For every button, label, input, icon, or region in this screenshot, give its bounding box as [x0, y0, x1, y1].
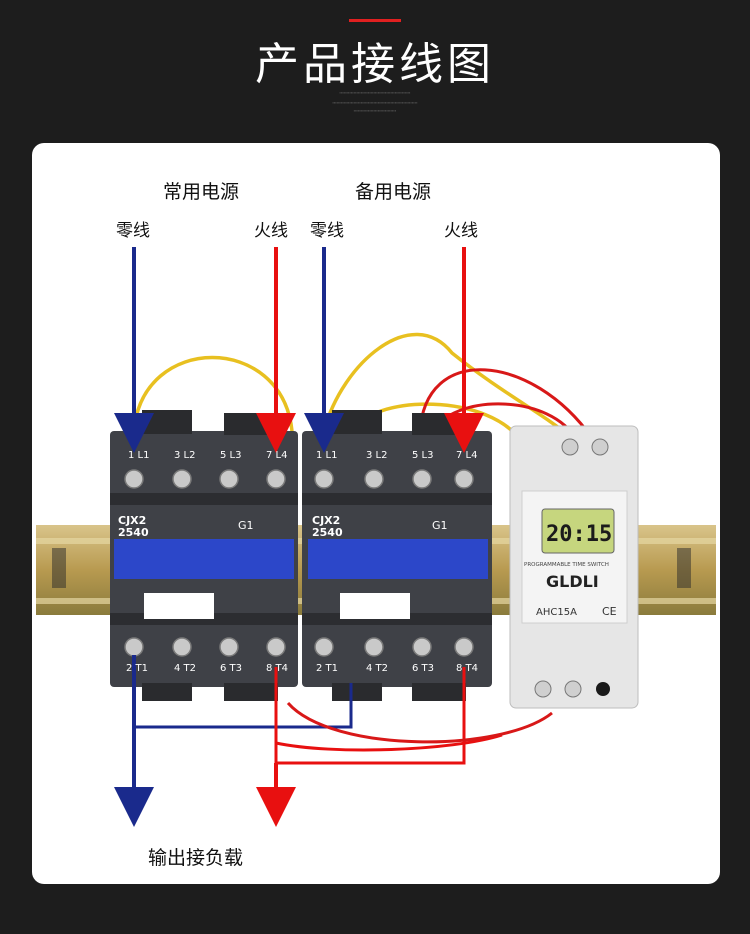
terminal-label-bottom-1: 2 T1	[126, 663, 148, 674]
fine-print-line: ▪▪▪▪▪▪▪▪▪▪▪▪▪▪▪▪▪▪▪▪▪▪▪▪▪▪▪▪▪▪▪▪▪▪▪▪▪▪▪▪…	[332, 100, 418, 105]
terminal-label-bottom-7: 6 T3	[412, 663, 434, 674]
title-accent-bar	[349, 19, 401, 22]
terminal-label-top-4: 7 L4	[266, 450, 287, 461]
label-backup-source: 备用电源	[355, 181, 432, 203]
label-neutral-2: 零线	[310, 221, 344, 241]
contactor-model-1: CJX2	[118, 514, 146, 527]
terminal-label-top-2: 3 L2	[174, 450, 195, 461]
contactor-rating-1: 2540	[118, 526, 149, 539]
label-live-1: 火线	[254, 221, 288, 241]
output-wiring	[132, 667, 553, 765]
terminal-label-top-3: 5 L3	[220, 450, 241, 461]
contactor-mark-2: G1	[432, 519, 448, 532]
contactor-model-2: CJX2	[312, 514, 340, 527]
label-live-2: 火线	[444, 221, 478, 241]
timer-display: 20:15	[546, 522, 612, 547]
terminal-label-top-7: 5 L3	[412, 450, 433, 461]
terminal-label-bottom-6: 4 T2	[366, 663, 388, 674]
contactor-mark-1: G1	[238, 519, 254, 532]
terminal-label-bottom-5: 2 T1	[316, 663, 338, 674]
terminal-label-bottom-4: 8 T4	[266, 663, 288, 674]
timer-cert: CE	[602, 605, 617, 618]
terminal-label-top-6: 3 L2	[366, 450, 387, 461]
timer-model: AHC15A	[536, 607, 577, 618]
terminal-label-top-8: 7 L4	[456, 450, 477, 461]
terminal-screws	[124, 469, 474, 657]
terminal-label-bottom-3: 6 T3	[220, 663, 242, 674]
contactor-rating-2: 2540	[312, 526, 343, 539]
label-normal-source: 常用电源	[163, 181, 240, 203]
contactor-normal	[110, 410, 298, 701]
timer-name: PROGRAMMABLE TIME SWITCH	[524, 562, 609, 568]
terminal-label-top-5: 1 L1	[316, 450, 337, 461]
fine-print-line: ▪▪▪▪▪▪▪▪▪▪▪▪▪▪▪▪▪▪▪▪▪▪▪▪▪▪▪▪▪▪	[353, 108, 397, 113]
fine-print-line: ▪▪▪▪▪▪▪▪▪▪▪▪▪▪▪▪▪▪▪▪▪▪▪▪▪▪▪▪▪▪▪▪▪▪▪▪▪▪▪▪…	[339, 90, 411, 95]
timer-brand: GLDLI	[546, 572, 599, 591]
page-title: 产品接线图	[255, 39, 495, 90]
contactor-backup	[302, 410, 492, 701]
wiring-diagram-card: 1 L1 3 L2 5 L3 7 L4 1 L1 3 L2 5 L3 7 L4 …	[32, 143, 720, 884]
terminal-label-bottom-2: 4 T2	[174, 663, 196, 674]
label-neutral-1: 零线	[116, 221, 150, 241]
terminal-label-bottom-8: 8 T4	[456, 663, 478, 674]
label-output-load: 输出接负载	[148, 847, 244, 869]
wiring-diagram: 1 L1 3 L2 5 L3 7 L4 1 L1 3 L2 5 L3 7 L4 …	[36, 247, 716, 827]
terminal-label-top-1: 1 L1	[128, 450, 149, 461]
time-switch	[509, 425, 639, 709]
